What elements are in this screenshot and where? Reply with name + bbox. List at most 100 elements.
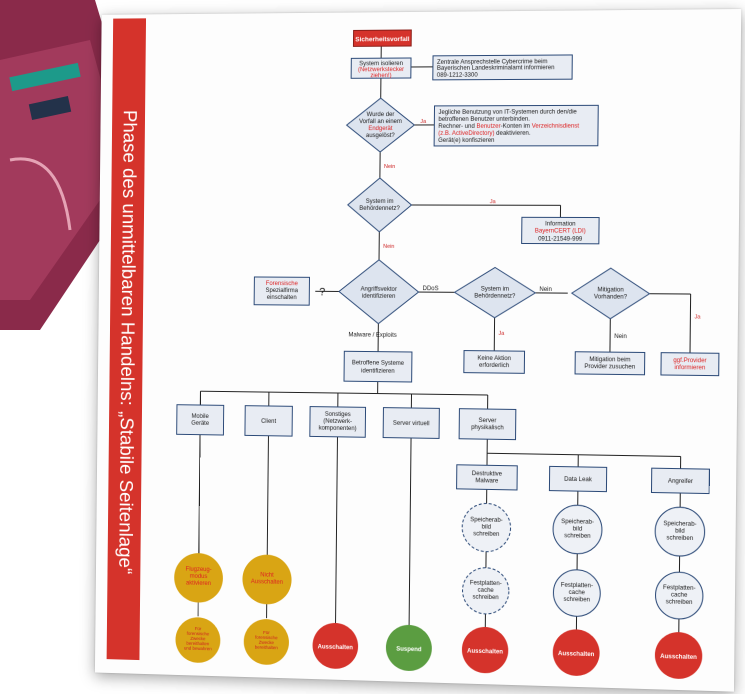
- question-mark: ?: [319, 286, 325, 298]
- affected-systems-box: [344, 351, 412, 382]
- suspend-node: [386, 625, 432, 672]
- label-nein-2: Nein: [383, 244, 394, 250]
- shutdown-label-sonstiges: Ausschalten: [318, 644, 354, 651]
- disk-cache-label-2b: cache: [569, 590, 586, 597]
- disable-user-label-2: betroffenen Benutzer unterbinden.: [438, 117, 530, 123]
- zac-phone: 089-1212-3300: [437, 73, 479, 79]
- airplane-mode-node: [173, 552, 224, 604]
- no-action-box: [464, 351, 525, 374]
- decision-behoerdennetz-1-label-2: Behördennetz?: [359, 206, 400, 212]
- no-action-label: Keine Aktion: [477, 356, 511, 362]
- bayerncert-box: [522, 217, 599, 244]
- decision-endgeraet-label-4: ausgelöst?: [366, 133, 396, 139]
- start-label: Sicherheitsvorfall: [355, 36, 409, 43]
- memory-dump-label-2b: bild: [573, 526, 583, 532]
- disk-cache-steps: Festplatten- cache schreiben Festplatten…: [462, 567, 703, 619]
- decision-angriffsvektor-label-2: identifizieren: [362, 294, 396, 300]
- disk-cache-label-1b: cache: [478, 588, 495, 594]
- label-ja-2: Ja: [490, 199, 497, 205]
- bayerncert-phone: 0911-21549-999: [538, 236, 583, 242]
- cat-mobile-label: Mobile: [192, 414, 210, 420]
- isolate-label: System isolieren: [359, 61, 403, 67]
- decision-behoerdennetz-2: [454, 267, 535, 318]
- cat-client-box: [245, 406, 292, 436]
- decision-mitigation: [572, 268, 650, 319]
- disk-cache-label-3c: schreiben: [666, 599, 693, 606]
- isolate-sub-label: (Netzwerkstecker: [358, 67, 404, 73]
- forensic-keep-node-1: [175, 616, 221, 664]
- affected-systems-label-2: identifizieren: [361, 368, 395, 374]
- start-node: [353, 30, 411, 46]
- decision-behoerdennetz-1: [348, 178, 412, 232]
- bayerncert-label: Information: [545, 221, 576, 227]
- decision-endgeraet-label: Wurde der: [367, 112, 395, 118]
- label-nein-3: Nein: [539, 287, 552, 293]
- sub-dataleak-box: [549, 466, 606, 491]
- cat-server-phys-label-2: physikalisch: [471, 425, 504, 432]
- forensic-keep-label-1d: bereithalten: [186, 641, 209, 647]
- disk-cache-label-3: Festplatten-: [663, 585, 696, 592]
- label-nein-1: Nein: [384, 164, 395, 170]
- decision-mitigation-label-2: Vorhanden?: [594, 294, 628, 300]
- label-ja-1: Ja: [420, 119, 427, 125]
- sub-destruktiv-label: Destruktive: [472, 471, 503, 478]
- decision-behoerdennetz-1-label: System im: [366, 199, 394, 205]
- decision-endgeraet-label-2: Vorfall an einem: [359, 119, 402, 125]
- memory-dump-steps: Speicherab- bild schreiben Speicherab- b…: [462, 503, 705, 557]
- shutdown-label-dataleak: Ausschalten: [558, 651, 595, 658]
- forensic-keep-label-1e: und bewahren: [184, 646, 212, 652]
- airplane-mode-label-2: modus: [190, 574, 208, 580]
- forensic-keep-label-1: Für: [195, 626, 202, 631]
- provider-info-label: ggf.Provider: [673, 358, 706, 365]
- label-malware-exploits: Malware / Exploits: [348, 332, 396, 339]
- disk-cache-label-1: Festplatten-: [470, 580, 502, 587]
- shutdown-label-destruktiv: Ausschalten: [467, 649, 503, 656]
- zac-label-2: Bayerischen Landeskriminalamt informiere…: [437, 65, 555, 72]
- forensics-box: [254, 277, 309, 305]
- shutdown-node-sonstiges: [312, 622, 359, 670]
- shutdown-node-dataleak: [552, 628, 600, 677]
- zac-label: Zentrale Ansprechstelle Cybercrime beim: [437, 59, 548, 66]
- forensic-keep-label-2d: bereithalten: [255, 645, 279, 651]
- cat-mobile-label-2: Geräte: [191, 421, 210, 427]
- cat-sonstiges-label-2: (Netzwerk-: [323, 419, 352, 425]
- disable-user-label-3: Rechner- und Benutzer-Konten im Verzeich…: [438, 124, 579, 130]
- disk-cache-label-3b: cache: [671, 592, 688, 599]
- airplane-mode-label-3: aktivieren: [186, 580, 211, 587]
- cat-server-virtuell-label: Server virtuell: [393, 421, 430, 428]
- label-ja-3: Ja: [498, 331, 505, 337]
- decision-angriffsvektor-label: Angriffsvektor: [361, 287, 397, 293]
- cat-mobile-box: [177, 405, 224, 435]
- poster-title: Phase des unmittelbaren Handelns: „Stabi…: [114, 109, 140, 575]
- memory-dump-label-2c: schreiben: [564, 533, 591, 540]
- forensic-keep-label-1c: Zwecke: [190, 636, 206, 641]
- flowchart: Sicherheitsvorfall System isolieren (Net…: [173, 9, 741, 680]
- do-not-shutdown-label: Nicht: [260, 572, 274, 578]
- forensic-keep-label-2: Für: [263, 630, 270, 635]
- cat-sonstiges-box: [310, 407, 366, 438]
- forensics-label-3: einschalten: [267, 295, 297, 301]
- forensic-keep-label-1b: forensische: [187, 631, 210, 637]
- shutdown-node-angreifer: [654, 631, 703, 680]
- sub-angreifer-label: Angreifer: [668, 479, 693, 486]
- cat-sonstiges-label: Sonstiges: [325, 412, 351, 418]
- shutdown-node-destruktiv: [461, 626, 509, 674]
- decision-endgeraet: [346, 98, 414, 152]
- no-action-label-2: erforderlich: [479, 363, 509, 369]
- airplane-mode-label: Flugzeug-: [186, 567, 212, 574]
- disk-cache-label-1c: schreiben: [472, 594, 498, 601]
- provider-info-box: [661, 353, 719, 376]
- zac-box: [433, 55, 573, 80]
- disable-user-label-4: (z.B. ActiveDirectory) deaktivieren.: [438, 131, 531, 137]
- sub-destruktiv-box: [457, 465, 518, 490]
- sub-dataleak-label: Data Leak: [564, 477, 592, 484]
- cat-client-label: Client: [261, 419, 276, 425]
- mitigation-provider-box: [575, 352, 645, 375]
- label-ddos: DDoS: [423, 286, 439, 292]
- memory-dump-label-3c: schreiben: [666, 535, 693, 542]
- flowchart-poster: Phase des unmittelbaren Handelns: „Stabi…: [94, 9, 742, 692]
- memory-dump-label-1c: schreiben: [473, 531, 499, 538]
- isolate-box: [351, 58, 411, 78]
- label-nein-4: Nein: [614, 334, 627, 340]
- do-not-shutdown-node: [242, 554, 292, 605]
